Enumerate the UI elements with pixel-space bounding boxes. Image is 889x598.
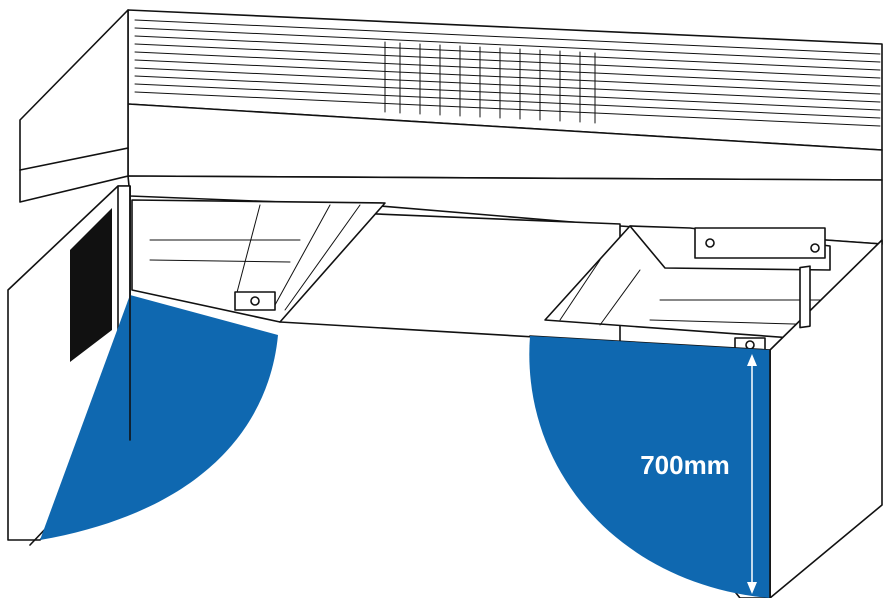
right-panel-handle — [799, 265, 811, 329]
left-rail-assembly — [131, 199, 386, 323]
left-mount-bracket — [234, 291, 276, 311]
grille-slats — [134, 19, 881, 127]
interior-frame — [127, 175, 883, 353]
right-clearance-zone — [529, 336, 770, 598]
left-mount-hole — [250, 296, 260, 306]
dimension-label: 700mm — [640, 450, 730, 480]
left-door-vent — [70, 208, 112, 362]
right-motor-plate — [694, 227, 826, 259]
dimension-arrow — [747, 354, 757, 594]
left-clearance-zone — [40, 295, 278, 540]
arrow-head-bottom — [747, 582, 757, 594]
arrow-head-top — [747, 354, 757, 366]
top-unit-housing — [19, 9, 883, 203]
center-vent-grid — [384, 41, 596, 124]
top-housing-left-face — [19, 9, 129, 203]
